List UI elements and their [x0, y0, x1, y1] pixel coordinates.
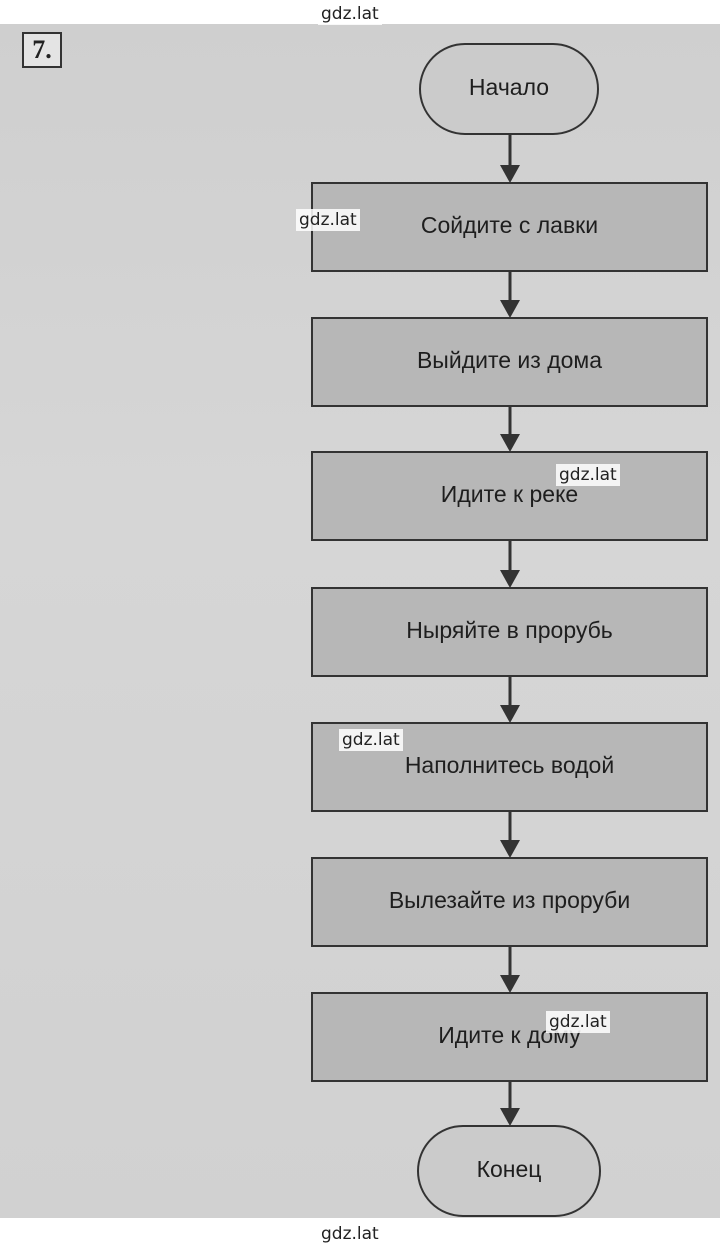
- process-step-6-label: Вылезайте из проруби: [389, 887, 630, 913]
- arrow-0-head: [500, 165, 520, 183]
- process-step-1: [311, 182, 708, 272]
- arrow-7-head: [500, 1108, 520, 1126]
- watermark-step-1: gdz.lat: [296, 209, 360, 231]
- watermark-top: gdz.lat: [318, 3, 382, 25]
- arrow-3-head: [500, 570, 520, 588]
- arrow-5-head: [500, 840, 520, 858]
- arrow-6-head: [500, 975, 520, 993]
- watermark-bottom: gdz.lat: [318, 1223, 382, 1245]
- watermark-step-5: gdz.lat: [339, 729, 403, 751]
- task-number: 7.: [22, 32, 62, 68]
- start-label: Начало: [469, 74, 549, 100]
- end-terminal: [417, 1125, 601, 1217]
- process-step-2: [311, 317, 708, 407]
- process-step-3: [311, 451, 708, 541]
- arrow-4-head: [500, 705, 520, 723]
- process-step-1-label: Сойдите с лавки: [421, 212, 598, 238]
- arrow-2-head: [500, 434, 520, 452]
- process-step-3-label: Идите к реке: [441, 481, 578, 507]
- process-step-7: [311, 992, 708, 1082]
- process-step-4-label: Ныряйте в прорубь: [406, 617, 613, 643]
- end-label: Конец: [477, 1156, 542, 1182]
- watermark-step-3: gdz.lat: [556, 464, 620, 486]
- process-step-5-label: Наполнитесь водой: [405, 752, 614, 778]
- process-step-2-label: Выйдите из дома: [417, 347, 602, 373]
- arrow-1-head: [500, 300, 520, 318]
- process-step-4: [311, 587, 708, 677]
- watermark-step-7: gdz.lat: [546, 1011, 610, 1033]
